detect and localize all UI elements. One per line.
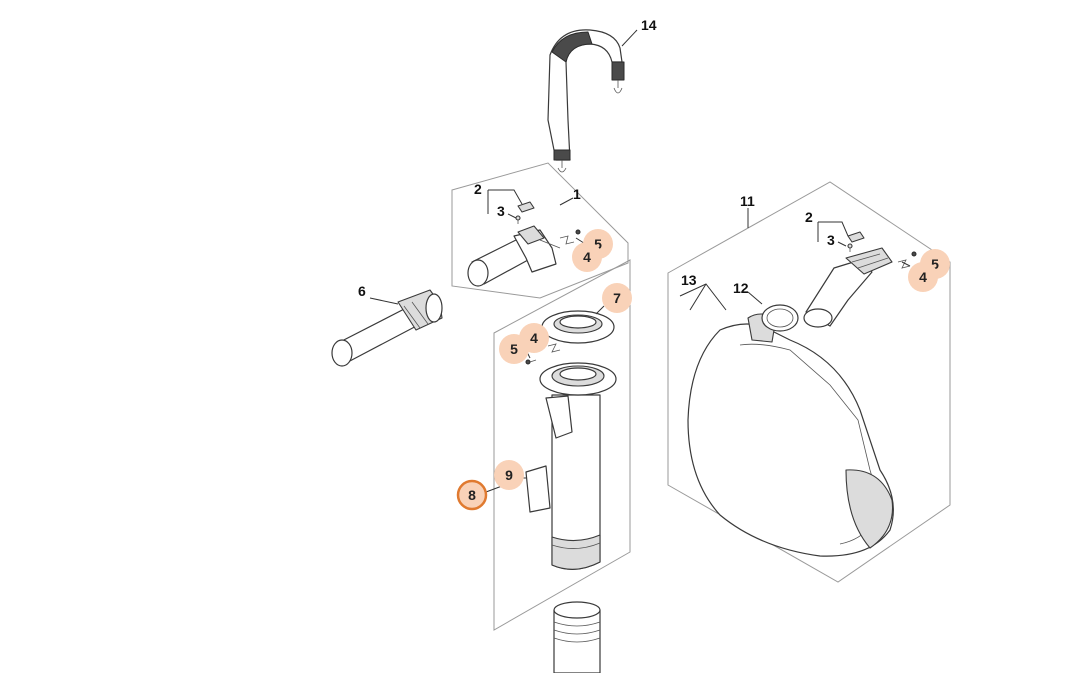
label-13[interactable]: 13 [681,272,697,288]
callout-7[interactable]: 7 [602,283,632,313]
callout-9[interactable]: 9 [494,460,524,490]
ring-part-7[interactable] [541,310,615,344]
callout-5b-text: 5 [510,341,518,357]
callout-4c-text: 4 [919,269,927,285]
spring-parts-4-5a[interactable] [559,229,581,245]
callout-9-text: 9 [505,467,513,483]
group-box-tube [493,259,631,631]
callout-5b[interactable]: 5 [499,334,529,364]
label-12[interactable]: 12 [733,280,749,296]
label-2b[interactable]: 2 [805,209,813,225]
callout-4a-text: 4 [583,249,591,265]
screw-part-3a[interactable] [515,215,521,224]
spring-parts-4-5b[interactable] [525,343,561,365]
tube-part-6[interactable] [331,289,443,367]
label-2a[interactable]: 2 [474,181,482,197]
label-1[interactable]: 1 [573,186,581,202]
clip-part-2a[interactable] [517,201,535,213]
spring-parts-4-5c[interactable] [897,251,917,269]
label-3b[interactable]: 3 [827,232,835,248]
elbow-part-11[interactable] [803,247,893,328]
label-6[interactable]: 6 [358,283,366,299]
group-box-11 [667,181,951,583]
group-box-1 [451,162,629,299]
callout-5a-text: 5 [594,236,602,252]
label-part-9[interactable] [525,465,551,513]
leader-lines [369,29,911,493]
callout-8-text: 8 [468,487,476,503]
label-11[interactable]: 11 [740,193,755,209]
bag-part-13[interactable] [687,313,894,557]
label-14[interactable]: 14 [641,17,657,33]
callout-4c[interactable]: 4 [908,262,938,292]
clip-part-2b[interactable] [847,231,865,243]
intake-tube[interactable] [539,362,617,570]
screw-part-3b[interactable] [847,243,853,252]
tube-part-1[interactable] [467,225,561,287]
callout-8-selected[interactable]: 8 [456,479,488,511]
strap-part-14[interactable] [547,29,625,173]
callout-7-text: 7 [613,290,621,306]
lower-tube[interactable] [553,601,601,674]
callout-4b-text: 4 [530,330,538,346]
clamp-part-12[interactable] [761,304,799,332]
callout-4a[interactable]: 4 [572,242,602,272]
label-3a[interactable]: 3 [497,203,505,219]
callout-5c-text: 5 [931,256,939,272]
